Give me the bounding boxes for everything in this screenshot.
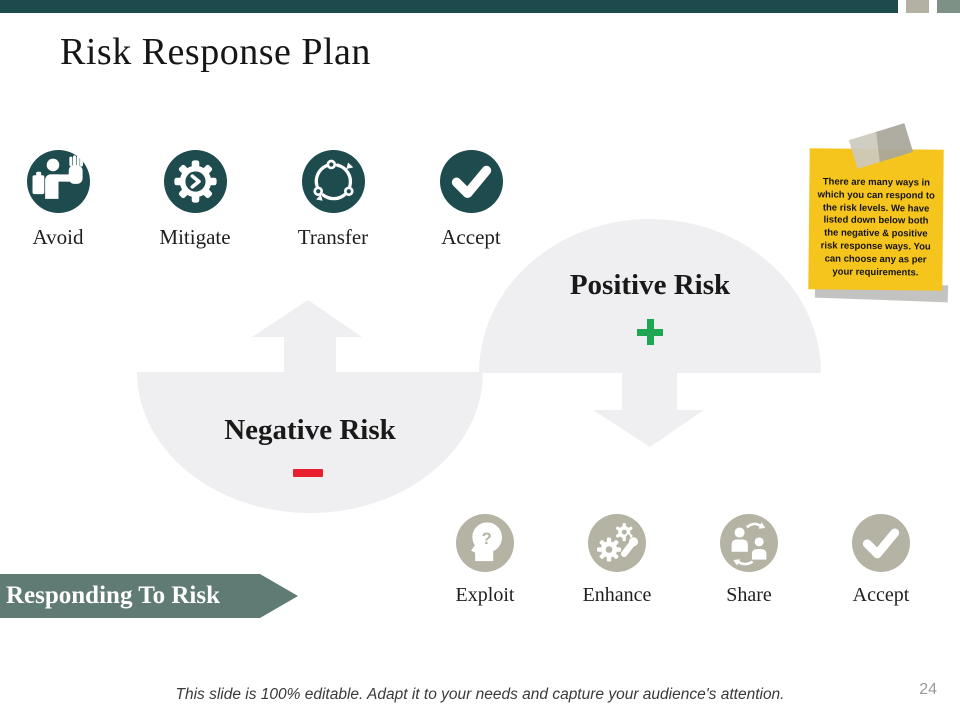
circular-arrows-icon (312, 159, 354, 201)
bottom-icon-item-exploit: ? Exploit (419, 514, 551, 607)
page-title: Risk Response Plan (60, 31, 371, 73)
page-number: 24 (919, 681, 937, 698)
people-exchange-icon (731, 522, 767, 566)
transfer-icon-circle (301, 150, 365, 213)
accept-gray-icon-circle (852, 514, 910, 572)
top-icon-label: Transfer (297, 225, 369, 249)
gear-chevron-icon (173, 160, 217, 203)
ribbon-label: Responding To Risk (6, 582, 221, 609)
top-icon-item-transfer: Transfer (263, 150, 403, 250)
head-question-icon: ? (471, 522, 502, 562)
responding-to-risk-ribbon: Responding To Risk (0, 574, 298, 618)
sticky-note-text: There are many ways in which you can res… (817, 176, 935, 279)
accept-icon-circle (439, 150, 503, 213)
plus-icon (637, 319, 663, 345)
top-bar (0, 0, 898, 13)
footer-note: This slide is 100% editable. Adapt it to… (175, 686, 785, 703)
top-icon-label: Mitigate (159, 225, 231, 249)
gears-wrench-icon (596, 522, 639, 562)
top-icon-label: Accept (441, 225, 501, 249)
bottom-icon-item-accept: Accept (815, 514, 947, 607)
avoid-icon-circle (26, 150, 90, 213)
share-icon-circle (720, 514, 778, 572)
bottom-icon-label: Enhance (582, 584, 652, 606)
top-icon-item-mitigate: Mitigate (125, 150, 265, 250)
checkmark-icon (862, 528, 900, 559)
bottom-icon-label: Exploit (455, 584, 515, 606)
bottom-icon-label: Share (726, 584, 772, 606)
exploit-icon-circle: ? (456, 514, 514, 572)
bottom-icon-label: Accept (852, 584, 910, 606)
sticky-note: There are many ways in which you can res… (808, 148, 944, 291)
up-arrow-shape (252, 300, 362, 374)
positive-risk-title: Positive Risk (569, 269, 731, 301)
top-bar-notch-gray (906, 0, 929, 13)
enhance-icon-circle (588, 514, 646, 572)
top-icon-label: Avoid (32, 225, 84, 249)
top-icon-item-avoid: Avoid (0, 150, 128, 250)
negative-risk-title: Negative Risk (224, 414, 396, 446)
top-bar-notch-sage (937, 0, 960, 13)
checkmark-icon (451, 165, 491, 199)
down-arrow-shape (593, 370, 704, 447)
top-icon-item-accept: Accept (401, 150, 541, 250)
mitigate-icon-circle (163, 150, 227, 213)
svg-text:?: ? (482, 529, 492, 548)
avoid-person-stop-hand-icon (32, 155, 83, 199)
bottom-icon-item-enhance: Enhance (551, 514, 683, 607)
bottom-icon-item-share: Share (683, 514, 815, 607)
minus-icon (293, 469, 323, 477)
